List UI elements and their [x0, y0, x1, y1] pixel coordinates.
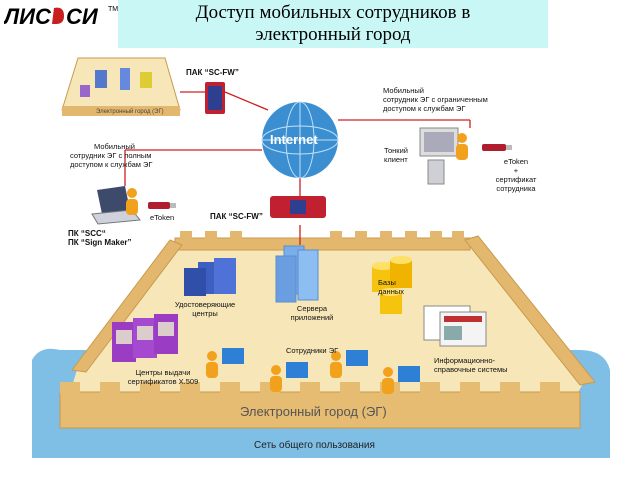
pc-scc-label: ПК “SCC“ ПК “Sign Maker” — [68, 229, 132, 247]
svg-text:СИ: СИ — [66, 4, 99, 29]
firewall-top-icon — [205, 82, 225, 114]
etoken-usb-icon-right — [482, 144, 512, 151]
title-banner — [118, 0, 548, 48]
limited-user-label: Мобильный сотрудник ЭГ с ограниченным до… — [383, 86, 488, 113]
city-wall-front — [59, 382, 581, 429]
thin-client-label: Тонкий клиент — [384, 146, 408, 164]
city-wall-label: Электронный город (ЭГ) — [240, 404, 387, 419]
internet-label: Internet — [270, 132, 318, 147]
etoken-cert-label: eToken + сертификат сотрудника — [495, 157, 537, 193]
certificate-center-servers-icon — [184, 258, 236, 296]
internet-globe-icon — [261, 101, 339, 179]
city-wall-left — [71, 239, 183, 373]
employee-workstations-icon — [206, 348, 420, 394]
info-systems-label: Информационно- справочные системы — [434, 356, 508, 374]
issue-centers-label: Центры выдачи сертификатов X.509 — [127, 368, 199, 386]
small-city-label: Электронный город (ЭГ) — [96, 109, 164, 115]
info-system-screens-icon — [423, 305, 487, 347]
limited-user-figure — [456, 133, 468, 160]
public-network-label: Сеть общего пользования — [254, 440, 375, 451]
city-wall-back — [174, 231, 471, 251]
full-user-figure — [126, 188, 138, 215]
logo-graphic: ЛИС СИ TM — [2, 4, 118, 29]
employees-label: Сотрудники ЭГ — [286, 346, 339, 355]
small-city-icon — [61, 57, 181, 116]
thin-client-computer-icon — [419, 127, 459, 185]
cert-centers-label: Удостоверяющие центры — [174, 300, 236, 318]
etoken-usb-icon-left — [148, 202, 176, 209]
logo-tm: TM — [108, 6, 118, 13]
title-line-2: электронный город — [255, 24, 411, 45]
network-links — [124, 91, 471, 245]
application-servers-icon — [275, 245, 319, 303]
full-user-label: Мобильный сотрудник ЭГ с полным доступом… — [70, 142, 153, 169]
city-wall-right — [464, 235, 596, 386]
title-line-1: Доступ мобильных сотрудников в — [195, 2, 471, 23]
databases-label: Базы данных — [378, 278, 404, 296]
firewall-top-label: ПАК “SC-FW” — [186, 68, 239, 77]
issuance-center-terminals-icon — [112, 314, 178, 362]
logo-seal-icon — [52, 7, 64, 25]
etoken-label: eToken — [150, 213, 175, 222]
page-title: Доступ мобильных сотрудников в электронн… — [118, 2, 548, 46]
lissi-logo: ЛИС СИ TM — [2, 2, 124, 30]
firewall-center-icon — [270, 196, 326, 218]
app-servers-label: Сервера приложений — [290, 304, 334, 322]
database-cylinders-icon — [372, 256, 412, 314]
firewall-center-label: ПАК “SC-FW” — [210, 212, 263, 221]
logo-text: ЛИС — [4, 4, 52, 29]
